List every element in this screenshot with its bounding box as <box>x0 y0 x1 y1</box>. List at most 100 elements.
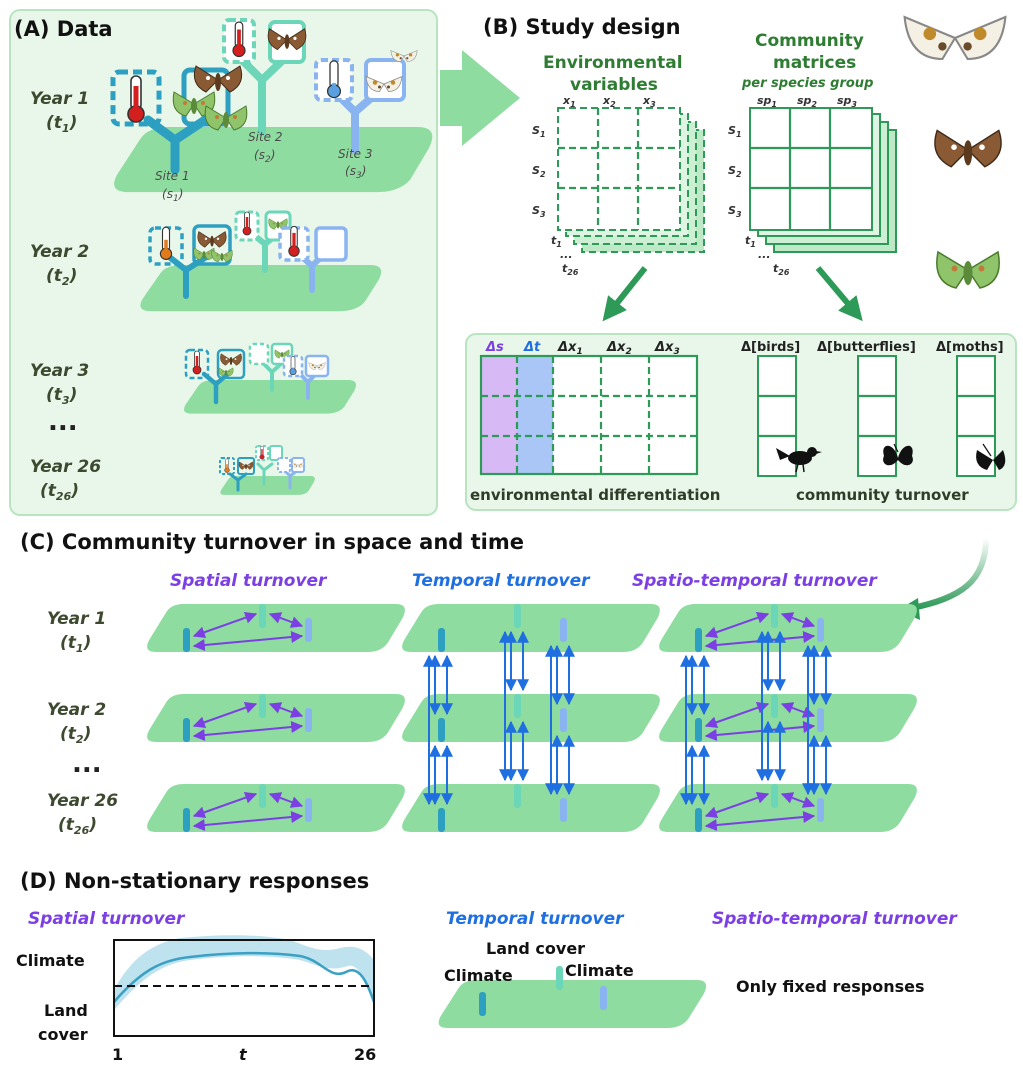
year-t-label: (t2) <box>60 724 91 746</box>
site-peg <box>695 718 702 742</box>
comm-col-labels: sp1 sp2 sp3 <box>757 94 857 109</box>
comm-title-1: Community <box>755 31 864 51</box>
site-peg <box>695 808 702 832</box>
row-label: S1 <box>728 124 742 139</box>
arrow-b-to-c <box>911 537 989 611</box>
site-peg <box>259 694 266 718</box>
site-peg <box>771 694 778 718</box>
t26-label: t26 <box>773 262 790 277</box>
turn-header-moths: Δ[moths] <box>936 340 1004 355</box>
site-peg <box>438 628 445 652</box>
year-t-label: (t3) <box>46 385 77 407</box>
t26-label: t26 <box>562 262 579 277</box>
site-peg <box>514 694 521 718</box>
diff-matrix <box>479 354 699 476</box>
site-peg <box>438 718 445 742</box>
year26-scene <box>219 445 315 495</box>
year-t-label: (t2) <box>46 266 77 288</box>
temporal-label-climate-2: Climate <box>565 961 634 980</box>
year-label: Year 26 <box>30 457 101 477</box>
t1-label: t1 <box>745 234 756 249</box>
row-label: S1 <box>532 124 546 139</box>
site-peg <box>771 604 778 628</box>
year-label: Year 26 <box>47 791 118 811</box>
panel-c-col-spatial: Spatial turnover <box>170 571 328 591</box>
year-label: Year 2 <box>47 700 106 720</box>
temporal-label-climate-1: Climate <box>444 966 513 985</box>
temporal-d-scene <box>438 966 707 1028</box>
site-peg <box>771 784 778 808</box>
site-peg <box>259 604 266 628</box>
year-t-label: (t1) <box>60 633 91 655</box>
bird-silhouette-icon <box>776 447 822 473</box>
temporal-label-landcover: Land cover <box>486 939 585 958</box>
site-peg <box>695 628 702 652</box>
site-peg <box>305 618 312 642</box>
site-label: Site 1 <box>155 169 190 183</box>
ylabel-land: Land <box>44 1001 88 1020</box>
dots: ... <box>758 248 771 261</box>
panel-d-temporal-title: Temporal turnover <box>446 909 625 929</box>
diff-header-dx: Δx2 <box>606 340 632 357</box>
site-peg <box>305 798 312 822</box>
row-label: S3 <box>728 204 742 219</box>
ellipsis: ... <box>48 407 78 437</box>
year2-scene <box>140 210 382 312</box>
site-label: Site 2 <box>248 130 283 144</box>
spatial-arrow <box>268 792 304 808</box>
year-t-label: (t1) <box>46 113 77 135</box>
site-code: (s3) <box>345 164 366 181</box>
spatial-arrow <box>704 811 816 831</box>
env-col-label: x3 <box>642 94 656 109</box>
spatial-arrow <box>268 702 304 718</box>
comm-title-3: per species group <box>741 76 873 91</box>
row-label: S3 <box>532 204 546 219</box>
comm-row-labels: S1 S2 S3 <box>728 124 742 219</box>
x-end-label: 26 <box>354 1045 376 1064</box>
nonstationary-plot <box>113 935 376 1037</box>
turn-caption: community turnover <box>796 486 969 504</box>
panel-d-spatial-title: Spatial turnover <box>28 909 186 929</box>
diff-caption: environmental differentiation <box>470 486 720 504</box>
site-code: (s1) <box>162 187 183 204</box>
panel-c-year-labels: Year 1 (t1) Year 2 (t2) ... Year 26 (t26… <box>47 609 118 837</box>
site-peg <box>560 798 567 822</box>
ylabel-cover: cover <box>38 1025 88 1044</box>
env-matrix-stack <box>557 107 705 253</box>
panel-b-title: (B) Study design <box>483 15 681 39</box>
spatial-arrow <box>780 612 816 628</box>
site-peg <box>305 708 312 732</box>
site-peg <box>817 708 824 732</box>
butterfly-silhouette-icon <box>883 443 913 466</box>
site-peg <box>183 808 190 832</box>
spatial-arrow <box>192 811 304 831</box>
year-label: Year 3 <box>30 361 89 381</box>
diff-headers: Δs Δt Δx1 Δx2 Δx3 <box>485 340 680 357</box>
turnover-columns <box>757 355 996 477</box>
env-row-labels: S1 S2 S3 <box>532 124 546 219</box>
diff-header-dt: Δt <box>523 340 541 355</box>
spatial-arrow <box>780 792 816 808</box>
arrow-env-down <box>602 266 648 322</box>
site-code: (s2) <box>254 148 275 165</box>
panel-c-title: (C) Community turnover in space and time <box>20 530 524 554</box>
dots: ... <box>560 248 573 261</box>
row-label: S2 <box>532 164 546 179</box>
comm-matrix-stack <box>749 107 897 253</box>
env-col-labels: x1 x2 x3 <box>562 94 656 109</box>
panel-c-col-spatiotemporal: Spatio-temporal turnover <box>632 571 878 591</box>
diff-header-dx: Δx3 <box>654 340 680 357</box>
panel-a-title: (A) Data <box>14 17 113 41</box>
diff-header-dx: Δx1 <box>557 340 583 357</box>
env-col-label: x2 <box>602 94 616 109</box>
turn-header-birds: Δ[birds] <box>741 340 800 355</box>
t1-label: t1 <box>551 234 562 249</box>
row-label: S2 <box>728 164 742 179</box>
panel-d-st-title: Spatio-temporal turnover <box>712 909 958 929</box>
site-peg <box>817 618 824 642</box>
spatial-arrow <box>192 631 304 651</box>
year-t-label: (t26) <box>58 815 97 837</box>
site-peg <box>183 628 190 652</box>
comm-title-2: matrices <box>773 53 856 73</box>
